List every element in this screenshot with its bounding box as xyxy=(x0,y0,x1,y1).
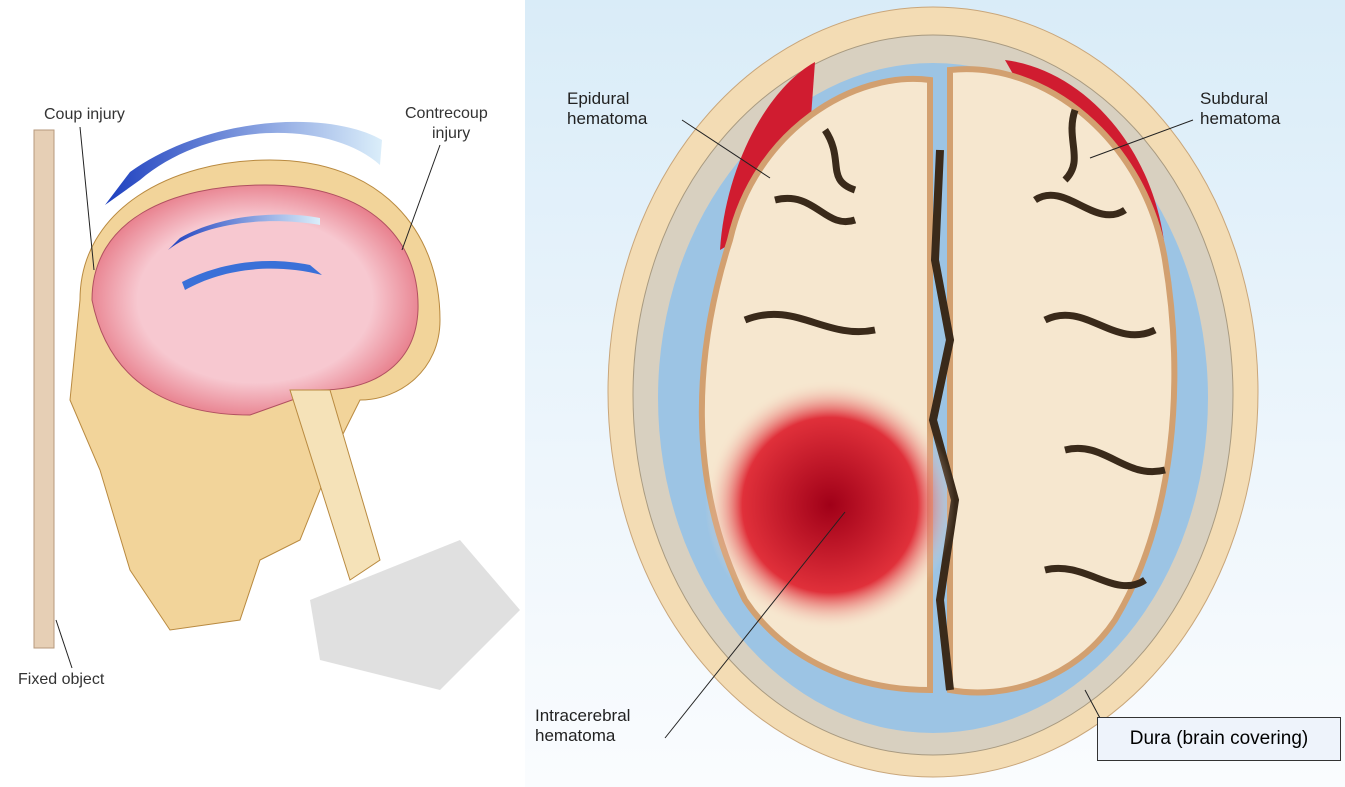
subdural-label-line2: hematoma xyxy=(1200,109,1281,128)
contrecoup-label-line2: injury xyxy=(432,125,471,142)
dura-label-box: Dura (brain covering) xyxy=(1097,717,1341,761)
fixed-object-wall xyxy=(33,129,55,649)
shadow xyxy=(310,540,520,690)
spine xyxy=(289,389,381,581)
brain xyxy=(91,184,419,416)
intracerebral-hematoma xyxy=(705,380,955,630)
fixed-object-label: Fixed object xyxy=(18,671,105,688)
axial-brain-drawing xyxy=(607,6,1259,778)
epidural-label-line2: hematoma xyxy=(567,109,648,128)
intracerebral-label-line2: hematoma xyxy=(535,726,616,745)
coup-contrecoup-drawing xyxy=(33,121,520,690)
subdural-label-line1: Subdural xyxy=(1200,89,1269,108)
coup-injury-label: Coup injury xyxy=(44,106,125,123)
contrecoup-label-line1: Contrecoup xyxy=(405,105,488,122)
sulci xyxy=(743,108,1166,590)
intracerebral-label-line1: Intracerebral xyxy=(535,706,631,725)
rotation-arrow xyxy=(105,121,382,205)
brain-arrow-right xyxy=(182,261,322,290)
midline-fissure xyxy=(928,149,960,691)
hematoma-cross-section xyxy=(525,0,1345,787)
head-injury-illustration: Coup injury Contrecoup injury Fixed obje… xyxy=(0,0,525,787)
brain-right-hemisphere xyxy=(947,66,1178,696)
brain-arrow-left xyxy=(168,214,320,250)
epidural-label-line1: Epidural xyxy=(567,89,630,108)
